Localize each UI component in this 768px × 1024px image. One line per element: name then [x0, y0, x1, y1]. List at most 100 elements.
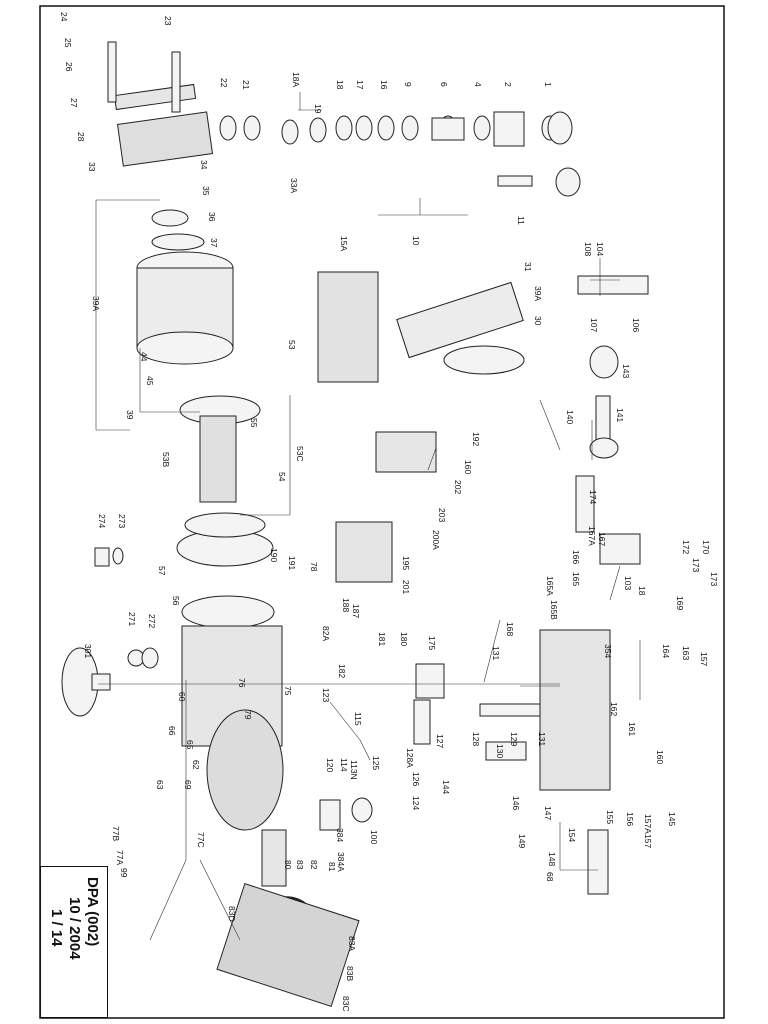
callout-156: 156	[625, 812, 635, 827]
part-sleeve-6	[431, 117, 465, 141]
part-top-row-8	[401, 115, 419, 141]
leader-line-24	[609, 565, 621, 601]
callout-180: 180	[399, 632, 409, 647]
part-spring-148	[587, 829, 609, 895]
callout-202: 202	[453, 480, 463, 495]
callout-120: 120	[325, 758, 335, 773]
callout-106: 106	[631, 318, 641, 333]
part-pin-11	[497, 175, 533, 187]
callout-354: 354	[603, 644, 613, 659]
callout-56: 56	[171, 596, 181, 606]
part-top-row-1	[219, 115, 237, 141]
callout-172: 172	[681, 540, 691, 555]
part-top-row-6	[355, 115, 373, 141]
callout-24: 24	[59, 12, 69, 22]
callout-37: 37	[209, 238, 219, 248]
part-spring-141	[595, 395, 611, 441]
callout-6: 6	[439, 82, 449, 87]
callout-154: 154	[567, 828, 577, 843]
part-cap-143	[589, 345, 619, 379]
callout-23: 23	[163, 16, 173, 26]
part-top-row-5	[335, 115, 353, 141]
callout-34: 34	[199, 160, 209, 170]
callout-125: 125	[371, 756, 381, 771]
part-spring-175	[415, 663, 445, 699]
callout-145: 145	[667, 812, 677, 827]
callout-55: 55	[249, 418, 259, 428]
callout-128a: 128A	[405, 748, 415, 768]
callout-165a: 165A	[545, 576, 555, 596]
callout-4: 4	[473, 82, 483, 87]
callout-53c: 53C	[295, 446, 305, 462]
leader-line-15	[427, 447, 437, 471]
part-top-row-7	[377, 115, 395, 141]
leader-line-28	[359, 739, 371, 761]
leader-line-16	[539, 399, 561, 451]
callout-79: 79	[243, 710, 253, 720]
callout-60: 60	[177, 692, 187, 702]
callout-192: 192	[471, 432, 481, 447]
part-cap-1	[547, 111, 573, 145]
part-washer-272	[141, 647, 159, 669]
callout-188: 188	[341, 598, 351, 613]
callout-30: 30	[533, 316, 543, 326]
callout-104: 104	[595, 242, 605, 257]
part-plate-27	[113, 83, 197, 111]
callout-127: 127	[435, 734, 445, 749]
part-shaft-53b	[199, 415, 237, 503]
callout-19: 19	[313, 104, 323, 114]
part-plug-100	[351, 797, 373, 823]
callout-130: 130	[495, 744, 505, 759]
part-bracket-30	[396, 281, 524, 359]
callout-173: 173	[691, 558, 701, 573]
callout-301: 301	[83, 644, 93, 659]
callout-157: 157	[643, 834, 653, 849]
callout-2: 2	[503, 82, 513, 87]
callout-129: 129	[509, 732, 519, 747]
callout-201: 201	[401, 580, 411, 595]
callout-9: 9	[403, 82, 413, 87]
part-ring-56	[181, 595, 275, 629]
callout-161: 161	[627, 722, 637, 737]
part-screw-23	[171, 51, 181, 113]
callout-77b: 77B	[111, 826, 121, 842]
part-block-195	[335, 521, 393, 583]
part-valve-99	[319, 799, 341, 831]
callout-53b: 53B	[161, 452, 171, 468]
callout-26: 26	[64, 62, 74, 72]
title-page: 1 / 14	[48, 909, 65, 947]
callout-273: 273	[117, 514, 127, 529]
part-nut-2	[493, 111, 525, 147]
title-block: DPA (002) 10 / 2004 1 / 14	[40, 866, 108, 1018]
callout-141: 141	[615, 408, 625, 423]
callout-77c: 77C	[196, 832, 206, 848]
callout-83a: 83A	[347, 936, 357, 952]
callout-78: 78	[309, 562, 319, 572]
callout-162: 162	[609, 702, 619, 717]
callout-83: 83	[295, 860, 305, 870]
callout-160: 160	[655, 750, 665, 765]
callout-140: 140	[565, 410, 575, 425]
callout-57: 57	[157, 566, 167, 576]
callout-190: 190	[269, 548, 279, 563]
callout-384: 384	[335, 828, 345, 843]
callout-83b: 83B	[345, 966, 355, 982]
callout-82: 82	[309, 860, 319, 870]
callout-103: 103	[623, 576, 633, 591]
part-governor-53	[317, 271, 379, 383]
callout-107: 107	[589, 318, 599, 333]
callout-35: 35	[201, 186, 211, 196]
part-top-row-10	[473, 115, 491, 141]
callout-165: 165	[571, 572, 581, 587]
callout-175: 175	[427, 636, 437, 651]
callout-81: 81	[327, 862, 337, 872]
part-pin-174	[575, 475, 595, 533]
part-cap-1b	[555, 167, 581, 197]
callout-76: 76	[237, 678, 247, 688]
callout-187: 187	[351, 604, 361, 619]
callout-131: 131	[491, 646, 501, 661]
title-date: 10 / 2004	[66, 897, 83, 960]
callout-143: 143	[621, 364, 631, 379]
part-top-row-3	[281, 119, 299, 145]
